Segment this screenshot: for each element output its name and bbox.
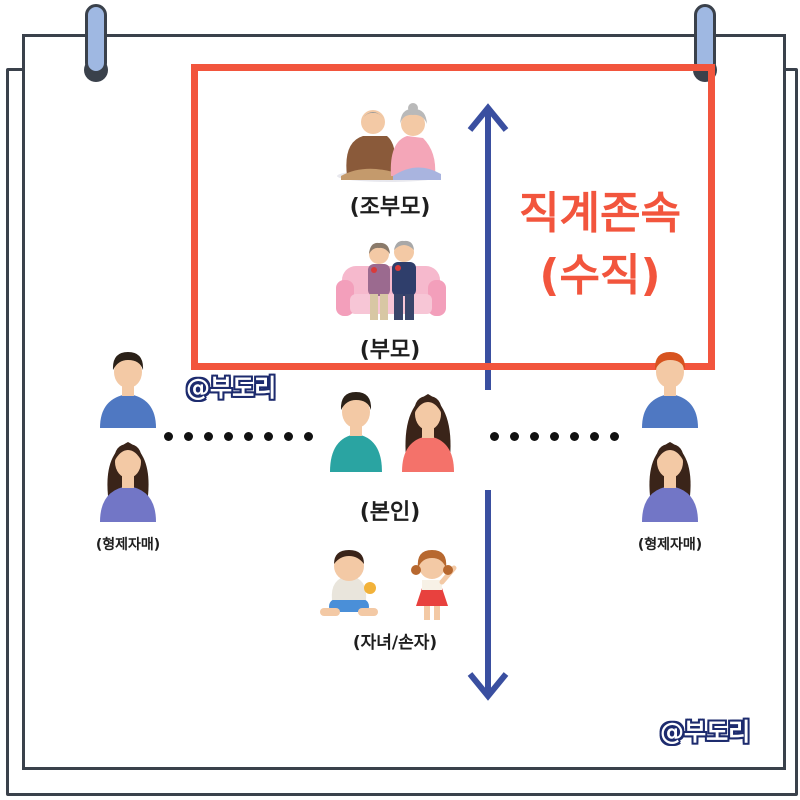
right-siblings-label: (형제자매) <box>637 537 703 553</box>
right-sibling-woman-illustration <box>642 442 698 522</box>
right-dotted-connector <box>490 432 619 441</box>
binder-ring-left <box>85 4 107 74</box>
category-title: 직계존속 <box>519 188 681 239</box>
left-sibling-man-illustration <box>100 352 156 428</box>
self-man-illustration <box>330 392 382 472</box>
child-girl-illustration <box>411 550 457 620</box>
direct-ascendant-highlight-box <box>191 64 715 370</box>
parents-label: (부모) <box>359 338 421 363</box>
watermark-bottom: @부도리 <box>660 718 751 746</box>
up-arrow-icon <box>467 103 509 390</box>
left-siblings-label: (형제자매) <box>95 537 161 553</box>
child-boy-illustration <box>320 550 378 616</box>
watermark-middle: @부도리 <box>186 374 277 402</box>
children-label: (자녀/손자) <box>352 633 438 653</box>
grandparents-label: (조부모) <box>349 195 431 220</box>
left-dotted-connector <box>164 432 313 441</box>
category-subtitle: (수직) <box>539 250 661 301</box>
binder-ring-right <box>694 4 716 74</box>
down-arrow-icon <box>467 490 509 701</box>
left-sibling-woman-illustration <box>100 442 156 522</box>
right-sibling-man-illustration <box>642 352 698 428</box>
grandparents-illustration <box>337 103 441 182</box>
self-woman-illustration <box>402 394 454 472</box>
parents-illustration <box>336 240 446 320</box>
self-label: (본인) <box>359 500 421 525</box>
